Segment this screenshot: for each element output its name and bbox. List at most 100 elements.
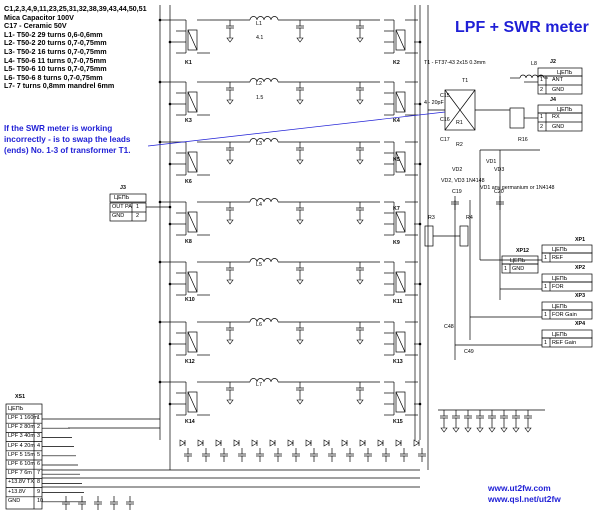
ground-icon (440, 427, 448, 433)
part-label: C16 (440, 117, 450, 123)
part-label: C20 (494, 189, 504, 195)
diode-icon (251, 439, 258, 447)
junction-dot (418, 222, 422, 226)
part-label: T1 (462, 78, 469, 84)
note-line: L4- T50-6 11 turns 0,7-0,75mm (4, 55, 107, 65)
xp4-table (541, 337, 593, 348)
connector-ref: XP12 (516, 248, 529, 254)
junction-dot (158, 18, 162, 22)
relay-label: K8 (185, 239, 192, 245)
ground-icon (226, 399, 234, 405)
relay-coil-icon (187, 331, 198, 353)
xs1-signal: LPF 4 20m (8, 442, 35, 449)
xs1-signal: LPF 1 160m (8, 415, 38, 421)
connector-pin: 1 (544, 255, 548, 261)
xp1-table (541, 252, 593, 263)
part-label: R2 (456, 142, 463, 148)
connector-signal: FOR (552, 284, 564, 290)
note-line: L3- T50-2 16 turns 0,7-0,75mm (4, 46, 107, 56)
ground-icon (356, 99, 364, 105)
junction-dot (418, 162, 422, 166)
diode-icon (197, 439, 204, 447)
junction-dot (418, 342, 422, 346)
connector-pin: 1 (136, 204, 140, 210)
junction-dot (158, 260, 162, 264)
diode-icon (179, 439, 186, 447)
warning-line: If the SWR meter is working (4, 124, 113, 133)
connector-ref: J2 (550, 59, 556, 65)
connector-signal: GND (552, 87, 565, 93)
connector-signal: REF (552, 255, 563, 261)
diode-icon (287, 439, 294, 447)
part-label: C15 (440, 93, 450, 99)
xs1-pin: 7 (37, 470, 41, 477)
ground-icon (226, 339, 234, 345)
inductor-icon (249, 78, 279, 83)
connector-signal: GND (512, 266, 525, 272)
inductor-icon (249, 318, 279, 323)
schematic-title: LPF + SWR meter (455, 19, 589, 36)
xs1-signal: LPF 7 6m (8, 470, 32, 477)
part-label: C48 (444, 324, 454, 330)
relay-coil-icon (395, 391, 406, 413)
relay-label: K10 (185, 297, 195, 303)
relay-coil-icon (187, 91, 198, 113)
connector-pin: 1 (504, 266, 508, 272)
relay-coil-icon (395, 331, 406, 353)
connector-header: ЦЕПЬ (8, 406, 24, 412)
xp12-table (501, 263, 539, 274)
part-label: R1 (456, 120, 463, 126)
ground-icon (226, 159, 234, 165)
relay-coil-icon (187, 151, 198, 173)
relay-coil-icon (509, 107, 525, 129)
junction-dot (168, 342, 172, 346)
relay-coil-icon (187, 29, 198, 51)
ground-icon (356, 279, 364, 285)
ground-icon (226, 219, 234, 225)
junction-dot (168, 40, 172, 44)
website-link[interactable]: www.ut2fw.com (488, 483, 551, 493)
part-label: VD1 (486, 159, 497, 165)
website-links: www.ut2fw.com www.qsl.net/ut2fw (488, 483, 561, 505)
junction-dot (158, 80, 162, 84)
relay-coil-icon (395, 151, 406, 173)
xs1-signal: +13.8V TX (8, 479, 35, 486)
website-link[interactable]: www.qsl.net/ut2fw (488, 494, 561, 504)
connector-header: ЦЕПЬ (552, 304, 568, 310)
connector-ref: J3 (120, 185, 126, 191)
inductor-icon (249, 258, 279, 263)
ground-icon (296, 37, 304, 43)
inductor-icon (249, 138, 279, 143)
connector-pin: 2 (540, 124, 544, 130)
relay-coil-icon (187, 211, 198, 233)
ground-icon (356, 37, 364, 43)
xs1-pin: 4 (37, 442, 41, 449)
warning-line: (ends) No. 1-3 of transformer T1. (4, 146, 131, 155)
relay-label: K11 (393, 299, 403, 305)
xp2-table (541, 281, 593, 292)
inductor-value: 1.5 (256, 95, 264, 101)
connector-signal: FOR Gain (552, 312, 577, 318)
connector-signal: REF Gain (552, 340, 577, 346)
xp3-table (541, 309, 593, 320)
note-line: Mica Capacitor 100V (4, 12, 74, 22)
relay-label: K1 (185, 60, 192, 66)
connector-header: ЦЕПЬ (510, 258, 526, 264)
ground-icon (356, 339, 364, 345)
relay-coil-icon (187, 331, 198, 353)
ground-icon (296, 159, 304, 165)
junction-dot (158, 320, 162, 324)
note-line: L6- T50-6 8 turns 0,7-0,75mm (4, 72, 103, 82)
part-label: VD3 (494, 167, 505, 173)
connector-signal: RX (552, 114, 560, 120)
relay-coil-icon (395, 331, 406, 353)
part-label: C17 (440, 137, 450, 143)
inductor-label: L7 (256, 382, 262, 388)
relay-label: K6 (185, 179, 192, 185)
relay-coil-icon (395, 271, 406, 293)
part-label: VD2 (452, 167, 463, 173)
connector-header: ЦЕПЬ (552, 247, 568, 253)
xs1-table (5, 403, 43, 510)
relay-coil-icon (187, 29, 198, 51)
